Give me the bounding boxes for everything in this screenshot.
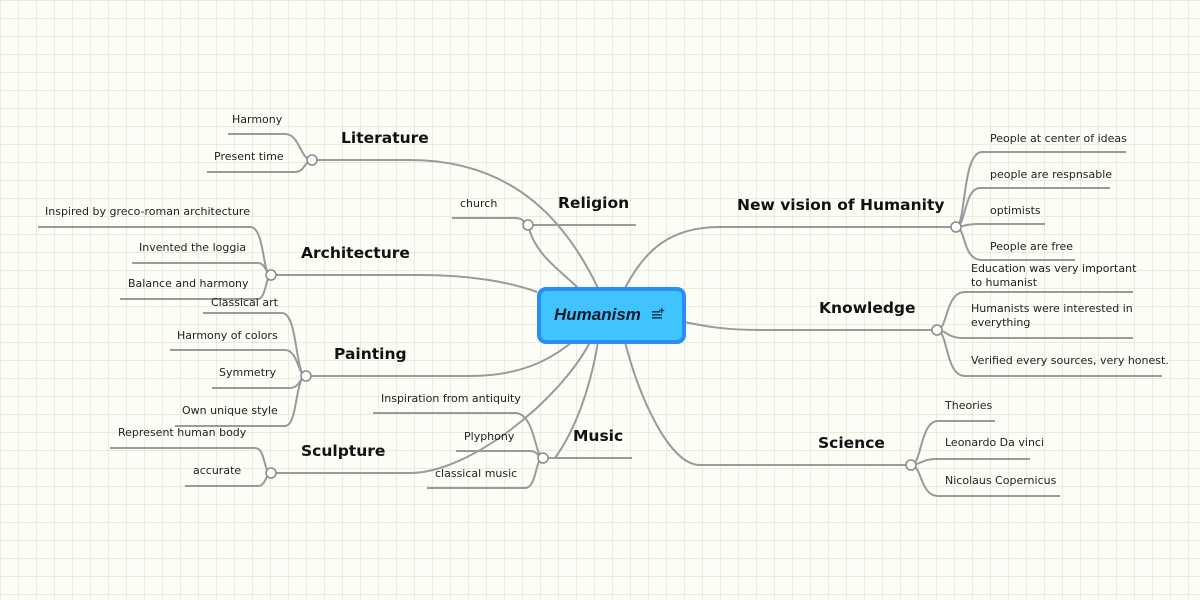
branch-painting[interactable]: Painting	[334, 345, 407, 363]
branch-religion[interactable]: Religion	[558, 194, 629, 212]
branch-architecture[interactable]: Architecture	[301, 244, 410, 262]
topic[interactable]: Own unique style	[182, 404, 278, 417]
central-topic-label: Humanism	[554, 305, 641, 324]
central-topic[interactable]: Humanism	[537, 287, 686, 344]
topic[interactable]: Verified every sources, very honest.	[971, 354, 1169, 367]
topic[interactable]: Leonardo Da vinci	[945, 436, 1044, 449]
branch-sculpture[interactable]: Sculpture	[301, 442, 385, 460]
topic[interactable]: Symmetry	[219, 366, 277, 379]
topic[interactable]: People at center of ideas	[990, 132, 1127, 145]
topic[interactable]: Theories	[944, 399, 993, 412]
topic[interactable]: optimists	[990, 204, 1041, 217]
note-icon[interactable]	[651, 307, 665, 321]
topic[interactable]: church	[460, 197, 497, 210]
topic[interactable]: Nicolaus Copernicus	[945, 474, 1057, 487]
topic[interactable]: accurate	[193, 464, 241, 477]
branch-music[interactable]: Music	[573, 427, 623, 445]
branch-science[interactable]: Science	[818, 434, 885, 452]
topic[interactable]: Balance and harmony	[128, 277, 249, 290]
topic[interactable]: classical music	[435, 467, 517, 480]
main-connectors	[271, 159, 956, 474]
topic[interactable]: Inspiration from antiquity	[381, 392, 521, 405]
topic[interactable]: Inspired by greco-roman architecture	[45, 205, 250, 218]
topic[interactable]: People are free	[990, 240, 1073, 253]
topic[interactable]: people are respnsable	[990, 168, 1112, 181]
branch-literature[interactable]: Literature	[341, 129, 429, 147]
topic[interactable]: Classical art	[211, 296, 279, 309]
topic[interactable]: Present time	[214, 150, 284, 163]
branch-handles[interactable]	[265, 154, 962, 479]
topic[interactable]: Harmony	[232, 113, 283, 126]
topic[interactable]: Harmony of colors	[177, 329, 278, 342]
branch-new-vision[interactable]: New vision of Humanity	[737, 196, 945, 214]
topic[interactable]: Invented the loggia	[139, 241, 246, 254]
branch-knowledge[interactable]: Knowledge	[819, 299, 916, 317]
topic[interactable]: Represent human body	[118, 426, 247, 439]
topic[interactable]: Plyphony	[464, 430, 515, 443]
